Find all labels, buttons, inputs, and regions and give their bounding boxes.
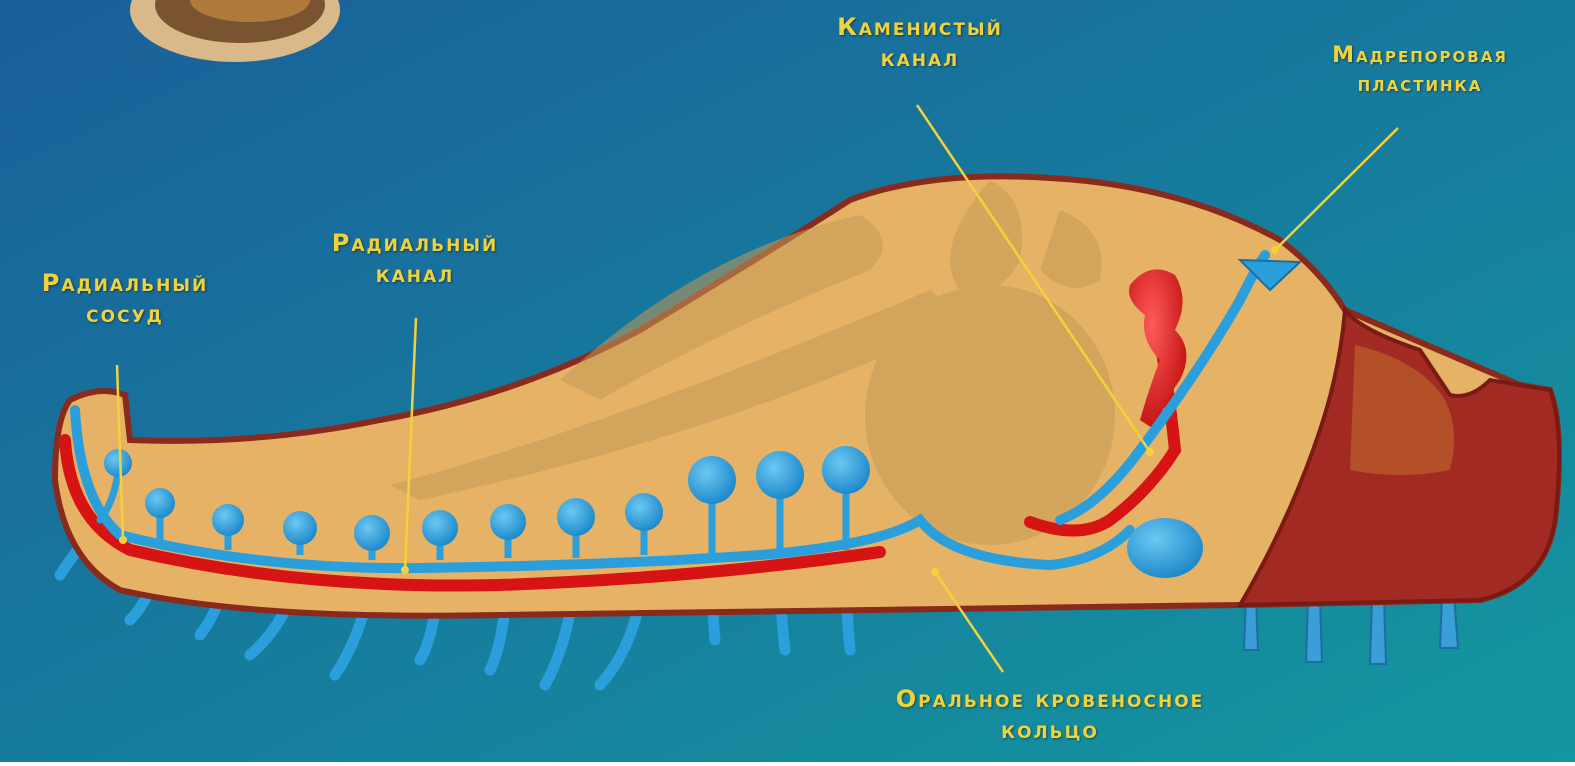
label-stone-canal: Каменистый канал: [805, 12, 1035, 74]
label-madreporite: Мадрепоровая пластинка: [1270, 42, 1570, 99]
label-madreporite-line1: Мадрепоровая: [1270, 42, 1570, 71]
label-radial-vessel-line1: Радиальный: [0, 268, 250, 299]
label-madreporite-line2: пластинка: [1270, 71, 1570, 100]
label-stone-canal-line1: Каменистый: [805, 12, 1035, 43]
label-radial-canal-line2: канал: [295, 259, 535, 290]
label-radial-canal-line1: Радиальный: [295, 228, 535, 259]
label-oral-blood-ring: Оральное кровеносное кольцо: [830, 684, 1270, 746]
label-radial-vessel: Радиальный сосуд: [0, 268, 250, 330]
label-oral-blood-ring-line1: Оральное кровеносное: [830, 684, 1270, 715]
label-radial-canal: Радиальный канал: [295, 228, 535, 290]
polian-vesicle: [1127, 518, 1203, 578]
label-radial-vessel-line2: сосуд: [0, 299, 250, 330]
label-oral-blood-ring-line2: кольцо: [830, 715, 1270, 746]
label-stone-canal-line2: канал: [805, 43, 1035, 74]
